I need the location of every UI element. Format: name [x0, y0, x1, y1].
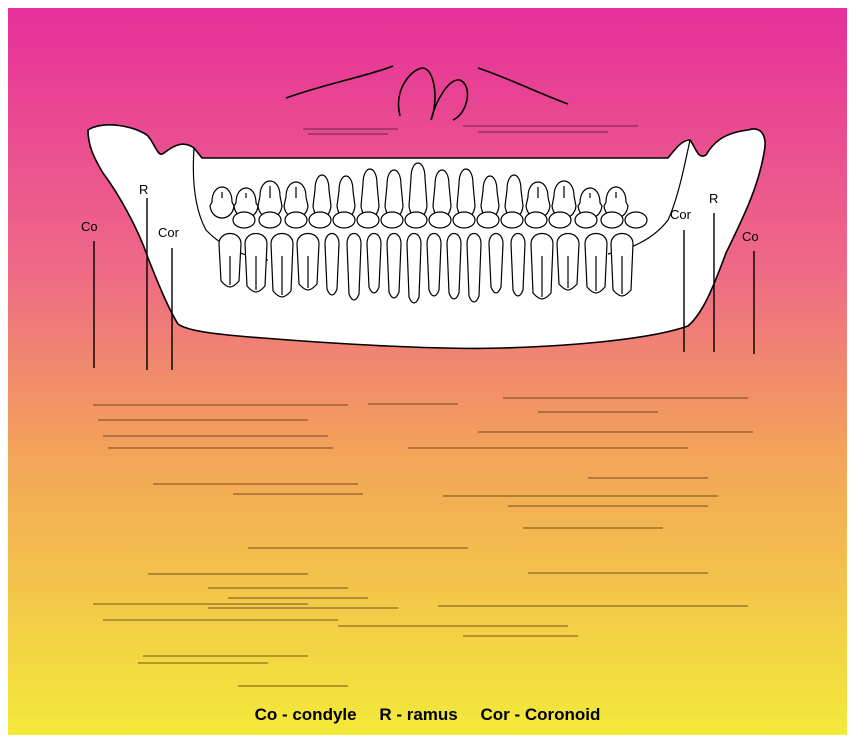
lower-tooth	[467, 234, 481, 303]
label-condyle-left: Co	[81, 219, 98, 234]
tooth-crown	[309, 212, 331, 228]
tooth-crown	[429, 212, 451, 228]
legend-ramus: R - ramus	[379, 705, 457, 724]
label-coronoid-right: Cor	[670, 207, 692, 222]
label-ramus-right: R	[709, 191, 718, 206]
mandible-diagram: Co R Cor Cor R Co	[8, 8, 847, 735]
tooth-crown	[405, 212, 427, 228]
lower-tooth	[511, 234, 525, 297]
label-condyle-right: Co	[742, 229, 759, 244]
tooth-crown	[549, 212, 571, 228]
lower-tooth	[387, 234, 401, 299]
tooth-crown	[285, 212, 307, 228]
lower-tooth	[489, 234, 503, 294]
upper-tooth	[361, 169, 379, 218]
lower-tooth	[407, 234, 421, 304]
mandible-silhouette	[88, 125, 765, 349]
tooth-crown	[525, 212, 547, 228]
tooth-crown	[477, 212, 499, 228]
legend-coronoid: Cor - Coronoid	[480, 705, 600, 724]
upper-tooth	[409, 163, 427, 218]
lower-tooth	[447, 234, 461, 300]
faint-texture-lines	[93, 398, 753, 686]
upper-tooth	[385, 170, 403, 218]
tooth-crown	[259, 212, 281, 228]
tooth-crown	[575, 212, 597, 228]
upper-tooth	[457, 169, 475, 218]
lower-teeth-crowns	[233, 212, 647, 228]
lower-tooth	[347, 234, 361, 301]
tooth-crown	[333, 212, 355, 228]
label-coronoid-left: Cor	[158, 225, 180, 240]
tooth-crown	[381, 212, 403, 228]
tooth-crown	[625, 212, 647, 228]
upper-tooth	[433, 170, 451, 218]
legend-condyle: Co - condyle	[255, 705, 357, 724]
tooth-crown	[601, 212, 623, 228]
facial-outline	[286, 66, 568, 120]
faint-texture-lines-top	[303, 126, 638, 134]
tooth-crown	[233, 212, 255, 228]
lower-tooth	[367, 234, 381, 294]
tooth-crown	[501, 212, 523, 228]
tooth-crown	[453, 212, 475, 228]
tooth-crown	[357, 212, 379, 228]
legend: Co - condyle R - ramus Cor - Coronoid	[8, 705, 847, 725]
lower-tooth	[325, 234, 339, 296]
lower-tooth	[427, 234, 441, 297]
label-ramus-left: R	[139, 182, 148, 197]
panoramic-diagram-background: Co R Cor Cor R Co Co - condyle R - ramus…	[8, 8, 847, 735]
